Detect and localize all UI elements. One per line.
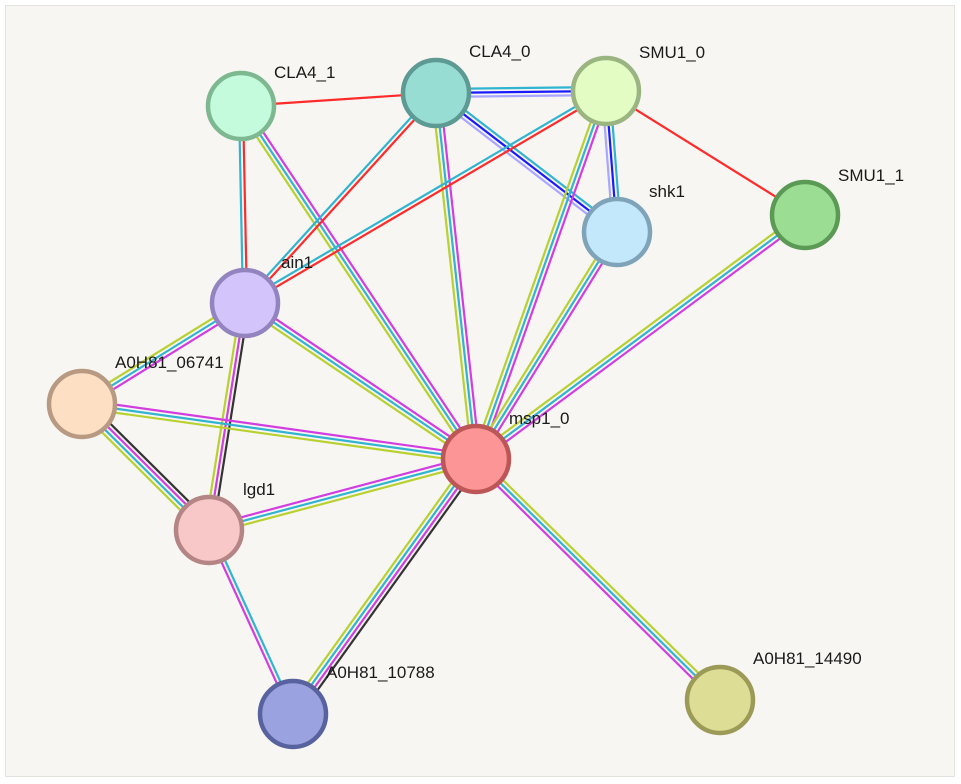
edge-strand-experiments — [293, 459, 479, 716]
node-ain1[interactable]: ain1 — [209, 253, 313, 339]
edge-ain1-lgd1[interactable] — [203, 302, 251, 531]
edge-strand-textmining — [472, 210, 804, 457]
edge-strand-database — [437, 88, 621, 230]
edge-strand-database — [475, 231, 618, 460]
edge-SMU1_0-msp1_0[interactable] — [471, 89, 611, 461]
node-label: shk1 — [649, 182, 685, 201]
node-label: SMU1_1 — [838, 166, 904, 185]
edge-strand-experiments — [472, 461, 718, 704]
edge-strand-experiments — [246, 298, 479, 457]
node-circle[interactable] — [581, 196, 653, 268]
edge-strand-neighborhood — [605, 90, 806, 216]
network-canvas[interactable] — [5, 5, 955, 777]
edge-strand-database — [474, 90, 608, 460]
node-label: CLA4_0 — [469, 42, 530, 61]
edge-strand-textmining — [287, 454, 473, 712]
node-circle[interactable] — [440, 423, 512, 495]
node-label: msp1_0 — [509, 409, 569, 428]
edge-strand-textmining — [81, 406, 476, 465]
edge-strand-database — [240, 105, 477, 460]
edge-CLA4_1-msp1_0[interactable] — [236, 103, 481, 462]
edge-SMU1_0-SMU1_1[interactable] — [605, 90, 806, 216]
edge-strand-textmining — [203, 302, 243, 530]
edge-strand-database — [290, 457, 476, 714]
node-A0H81_06741[interactable]: A0H81_06741 — [46, 353, 224, 440]
edge-strand-experiments — [477, 217, 809, 464]
node-label: A0H81_06741 — [115, 353, 224, 372]
edge-strand-textmining — [430, 93, 474, 460]
edge-strand-textmining — [242, 305, 475, 464]
node-label: lgd1 — [243, 480, 275, 499]
edges-layer — [76, 85, 809, 719]
node-circle[interactable] — [684, 664, 756, 736]
edge-msp1_0-A0H81_10788[interactable] — [287, 454, 482, 719]
node-lgd1[interactable]: lgd1 — [173, 480, 275, 566]
edge-lgd1-msp1_0[interactable] — [207, 454, 478, 535]
edge-strand-neighborhood — [245, 93, 439, 306]
edge-strand-experiments — [438, 92, 482, 459]
node-A0H81_14490[interactable]: A0H81_14490 — [684, 649, 862, 736]
edge-strand-database — [243, 88, 606, 303]
edge-strand-database — [434, 92, 478, 460]
edge-strand-neighborhood — [245, 91, 608, 306]
node-circle[interactable] — [46, 368, 118, 440]
node-SMU1_0[interactable]: SMU1_0 — [570, 43, 705, 127]
edge-strand-textmining — [236, 107, 474, 462]
node-A0H81_10788[interactable]: A0H81_10788 — [257, 663, 435, 750]
edge-strand-binding_light — [432, 95, 616, 237]
edge-strand-experiments — [207, 302, 247, 531]
edge-strand-textmining — [209, 461, 478, 535]
node-label: CLA4_1 — [274, 63, 335, 82]
edge-shk1-msp1_0[interactable] — [471, 229, 622, 462]
edge-msp1_0-A0H81_14490[interactable] — [472, 455, 724, 704]
edge-strand-database — [81, 402, 477, 461]
edge-strand-textmining — [478, 455, 724, 698]
edge-strand-database — [208, 457, 477, 532]
node-circle[interactable] — [257, 678, 329, 750]
node-circle[interactable] — [570, 55, 642, 127]
node-label: A0H81_14490 — [753, 649, 862, 668]
edge-strand-experiments — [82, 398, 477, 457]
edge-strand-textmining — [471, 229, 615, 458]
node-SMU1_1[interactable]: SMU1_1 — [769, 166, 904, 251]
edge-strand-experiments — [478, 233, 622, 462]
edge-strand-coexpression — [211, 303, 251, 531]
node-label: SMU1_0 — [639, 43, 705, 62]
node-circle[interactable] — [769, 179, 841, 251]
nodes-layer: CLA4_1 CLA4_0 SMU1_0 shk1 SMU1_1 ain1A0H81_06… — [46, 42, 904, 750]
edge-strand-experiments — [207, 454, 476, 528]
edge-strand-database — [475, 458, 721, 701]
edge-SMU1_0-ain1[interactable] — [243, 88, 608, 306]
node-circle[interactable] — [209, 267, 281, 339]
node-circle[interactable] — [173, 494, 245, 566]
node-label: A0H81_10788 — [326, 663, 435, 682]
edge-strand-database — [244, 302, 477, 460]
edge-CLA4_0-ain1[interactable] — [242, 90, 439, 306]
edge-A0H81_06741-msp1_0[interactable] — [81, 398, 477, 465]
edge-strand-experiments — [243, 103, 481, 458]
edge-CLA4_0-shk1[interactable] — [432, 88, 621, 237]
node-circle[interactable] — [400, 57, 472, 129]
node-msp1_0[interactable]: msp1_0 — [440, 409, 569, 495]
edge-strand-database — [475, 214, 806, 460]
edge-CLA4_0-msp1_0[interactable] — [430, 92, 482, 460]
edge-strand-experiments — [478, 91, 611, 461]
edge-strand-database — [242, 90, 436, 303]
edge-strand-coexpression — [296, 461, 482, 719]
node-shk1[interactable]: shk1 — [581, 182, 685, 268]
edge-SMU1_1-msp1_0[interactable] — [472, 210, 809, 464]
node-CLA4_1[interactable]: CLA4_1 — [205, 63, 335, 142]
node-CLA4_0[interactable]: CLA4_0 — [400, 42, 530, 129]
edge-strand-textmining — [471, 89, 604, 459]
node-circle[interactable] — [205, 70, 277, 142]
edge-ain1-msp1_0[interactable] — [242, 298, 479, 464]
edge-strand-binding — [435, 92, 618, 233]
node-label: ain1 — [281, 253, 313, 272]
